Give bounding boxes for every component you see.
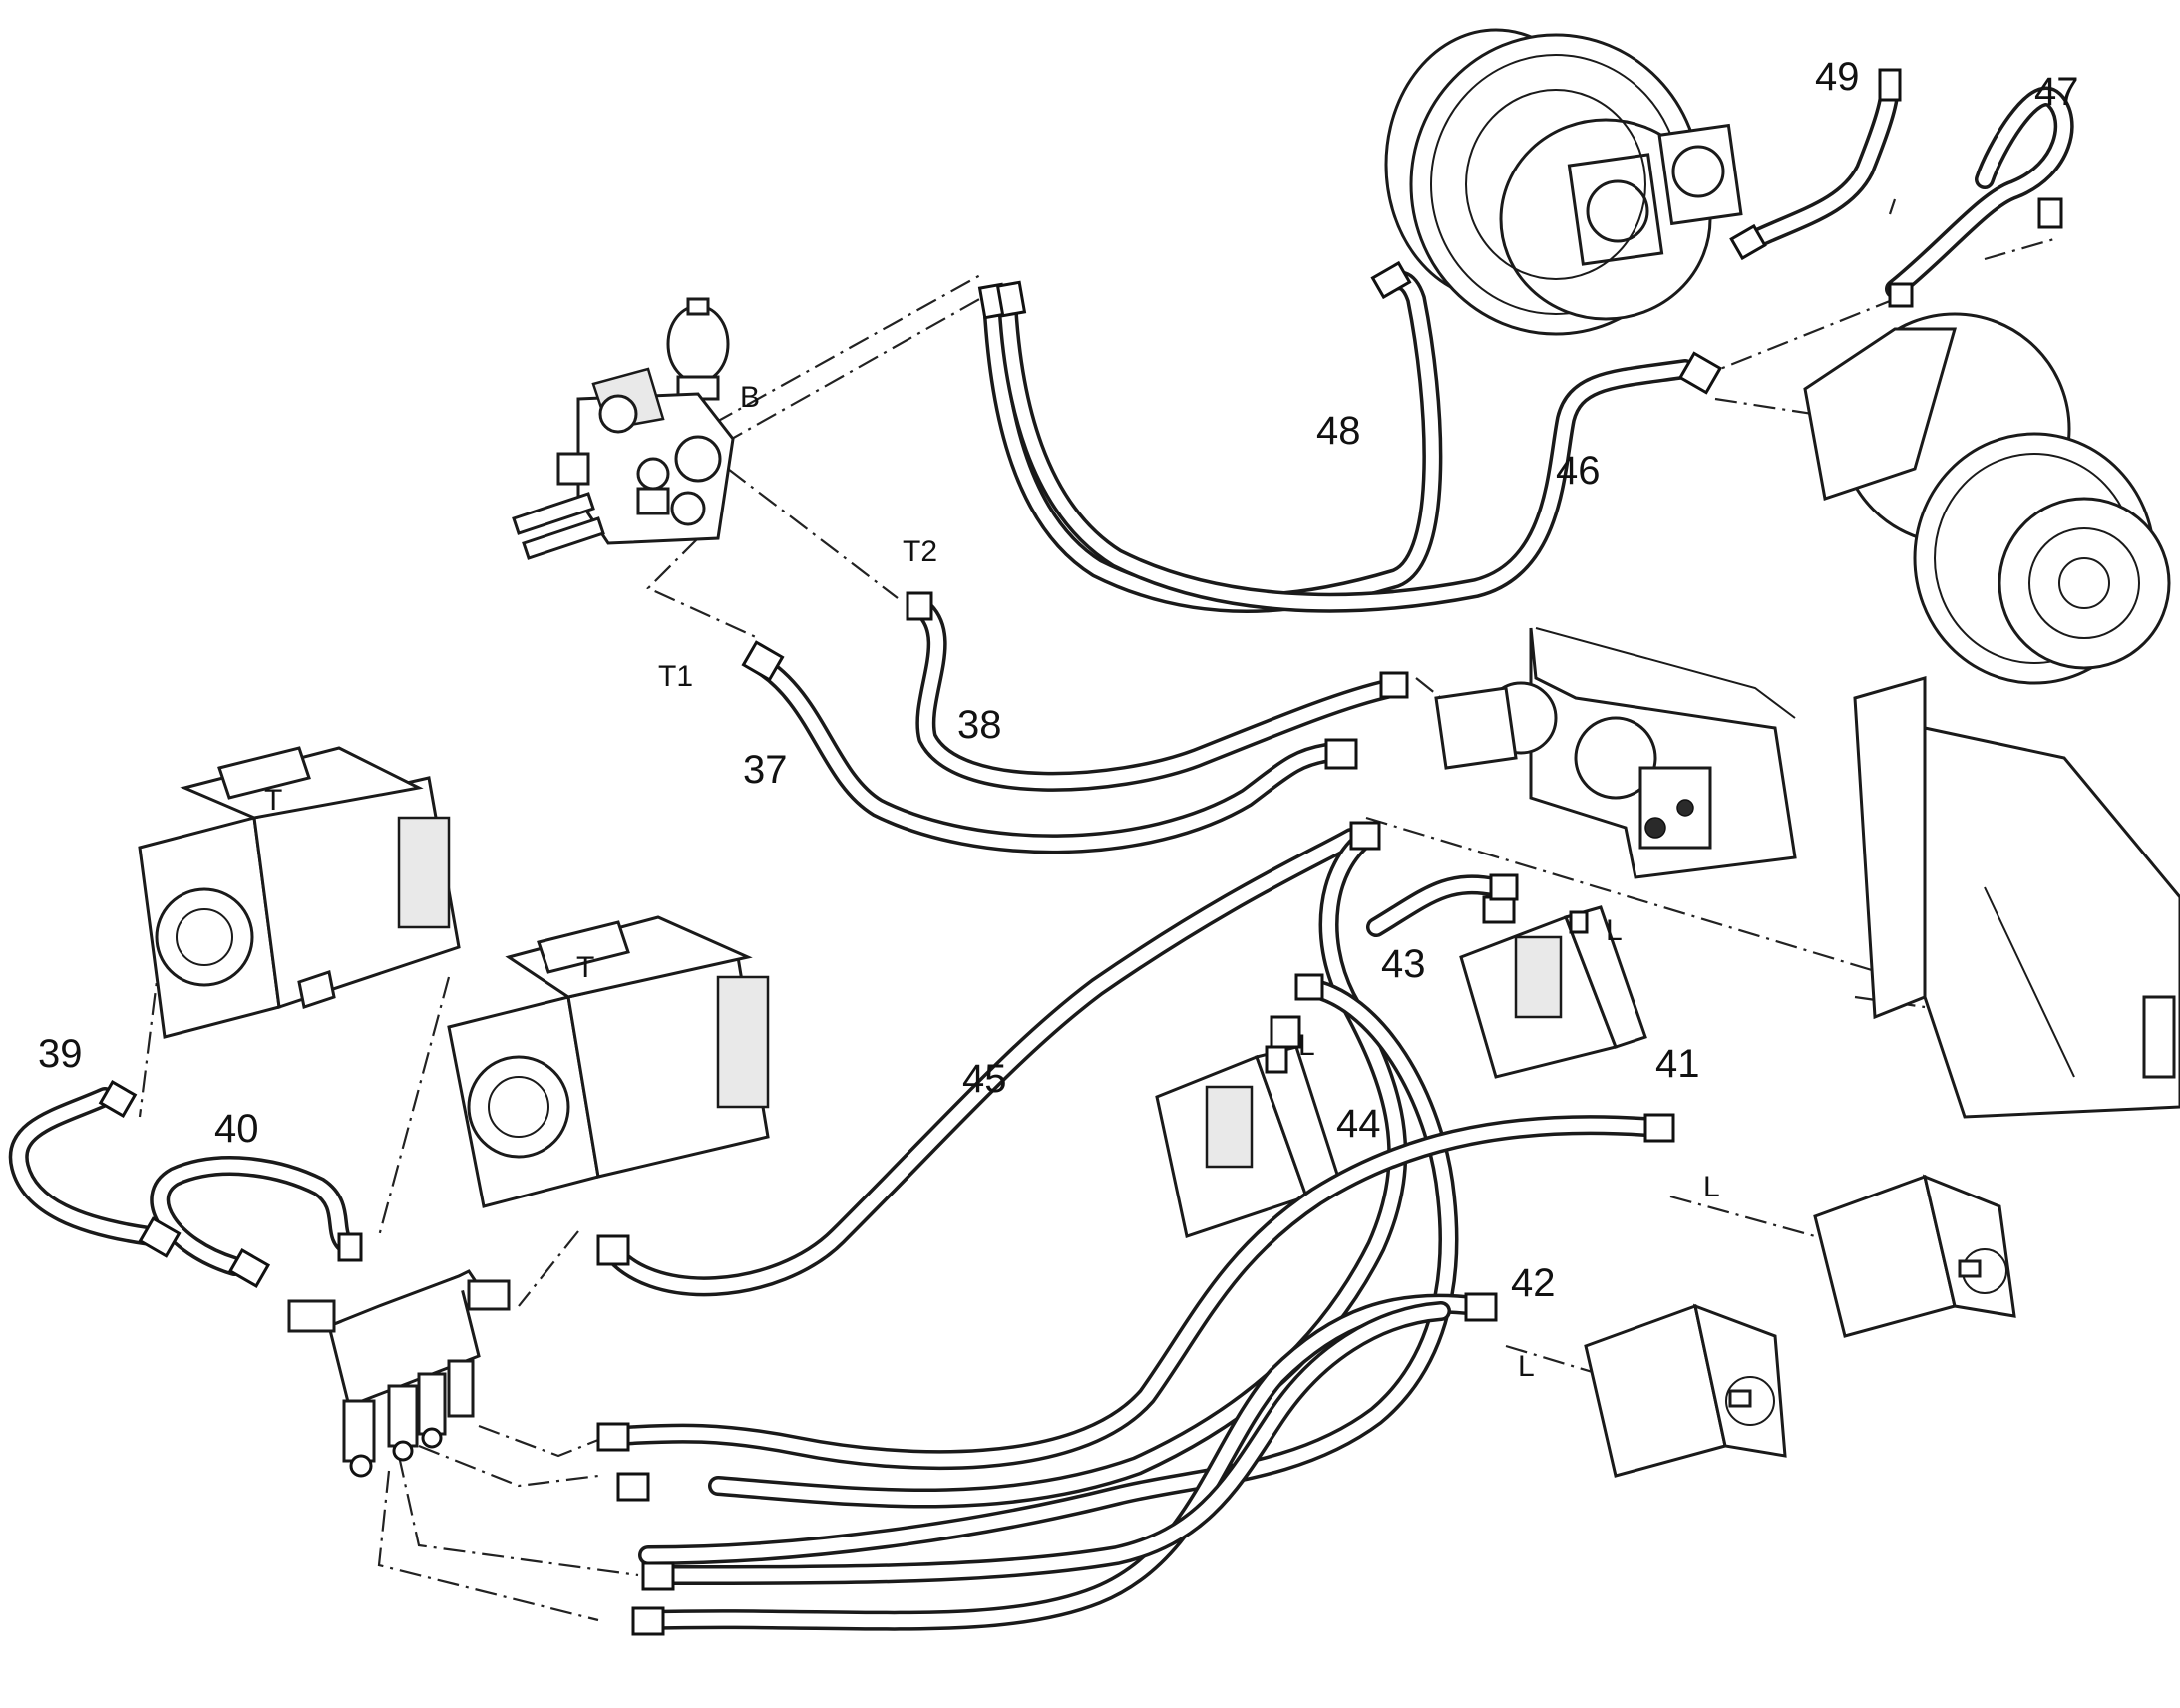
callout-45: 45 [962, 1057, 1007, 1101]
port-label-l-motor-43: L [1606, 914, 1623, 947]
motor-43 [1459, 895, 1647, 1079]
port-label-t-pump-left: T [264, 784, 282, 817]
engine-tank [1434, 627, 2180, 1119]
port-label-l-motor-41: L [1703, 1171, 1720, 1203]
port-label-t1: T1 [658, 660, 693, 693]
callout-48: 48 [1316, 409, 1361, 453]
port-label-l-motor-44: L [1298, 1029, 1315, 1062]
callout-40: 40 [214, 1107, 259, 1151]
callout-39: 39 [38, 1032, 83, 1076]
callout-44: 44 [1336, 1102, 1381, 1146]
hydraulic-pump-left [138, 746, 461, 1039]
port-label-l-motor-42: L [1518, 1350, 1535, 1383]
callout-37: 37 [743, 748, 788, 792]
callout-43: 43 [1381, 942, 1426, 986]
port-label-b: B [740, 381, 760, 414]
leader-lines [138, 198, 2055, 1622]
motor-42 [1584, 1303, 1787, 1478]
motor-44 [1155, 1015, 1343, 1238]
callout-38: 38 [957, 703, 1002, 747]
drive-gearbox-upper [1384, 28, 1743, 336]
hose-fittings [98, 68, 2063, 1636]
port-labels: B T1 T2 T T L L L L [264, 381, 1720, 1383]
callout-49: 49 [1815, 55, 1860, 99]
callout-46: 46 [1556, 449, 1601, 493]
valve-block [512, 297, 735, 560]
manifold-block [287, 1269, 511, 1478]
port-label-t2: T2 [903, 535, 937, 568]
callout-47: 47 [2034, 70, 2079, 114]
port-label-t-pump-center: T [576, 951, 594, 984]
hoses [8, 75, 2074, 1631]
hydraulic-pump-center [447, 915, 770, 1208]
callout-numbers: 37 38 39 40 41 42 43 44 45 46 47 48 49 [38, 55, 2079, 1305]
callout-42: 42 [1511, 1261, 1556, 1305]
callout-41: 41 [1655, 1042, 1700, 1086]
motor-41 [1813, 1174, 2016, 1338]
drive-gearbox-right [1803, 312, 2171, 685]
